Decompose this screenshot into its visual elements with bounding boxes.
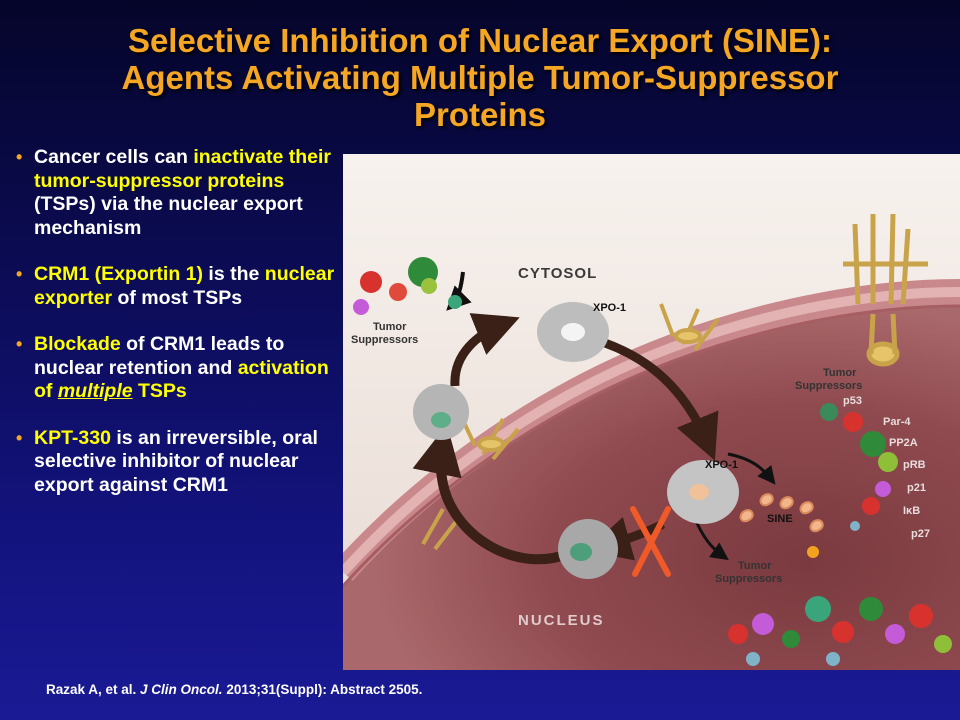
mechanism-figure: CYTOSOL NUCLEUS XPO-1 XPO-1 SINE Tumor S…: [343, 154, 960, 670]
bullet-dot-icon: •: [16, 334, 23, 354]
blockade-x-icon: [630, 506, 671, 577]
xpo1-protein-left: [413, 384, 469, 440]
arrow-xpo1-to-nucleus: [591, 334, 719, 461]
tsp-name-p53: p53: [843, 395, 862, 407]
title-line-3: Proteins: [413, 96, 547, 133]
tsp-name-p27: p27: [911, 528, 930, 540]
tsp-name-list: p53 Par-4 PP2A pRB p21 IκB p27: [843, 395, 930, 540]
xpo1-protein-center: [667, 460, 739, 524]
bullet-item-3: • Blockade of CRM1 leads to nuclear rete…: [14, 333, 344, 404]
mechanism-illustration: CYTOSOL NUCLEUS XPO-1 XPO-1 SINE Tumor S…: [343, 154, 960, 670]
bullet-list: • Cancer cells can inactivate their tumo…: [14, 146, 344, 520]
tsp-cluster-right: [820, 403, 898, 531]
bullet-dot-icon: •: [16, 147, 23, 167]
citation: Razak A, et al. J Clin Oncol. 2013;31(Su…: [46, 682, 422, 697]
nuclear-pore-2: [659, 303, 720, 352]
tsp-cluster-top-left: [353, 257, 462, 315]
nuclear-envelope-edge: [343, 304, 960, 588]
bullet-1-text: Cancer cells can inactivate their tumor-…: [34, 146, 331, 239]
tsp-name-ikb: IκB: [903, 505, 920, 517]
tsp-name-pp2a: PP2A: [889, 437, 918, 449]
tsp-name-prb: pRB: [903, 459, 926, 471]
xpo1-protein-bottom: [558, 519, 618, 579]
title-line-1: Selective Inhibition of Nuclear Export (…: [127, 22, 833, 59]
title-line-2: Agents Activating Multiple Tumor-Suppres…: [121, 59, 839, 96]
arrow-nucleus-to-cytosol: [412, 424, 570, 565]
tsp-label-bottom-2: Suppressors: [715, 573, 782, 585]
bullet-dot-icon: •: [16, 427, 23, 448]
sine-molecules: [739, 493, 824, 533]
bullet-3-text: Blockade of CRM1 leads to nuclear retent…: [34, 333, 329, 402]
sine-label: SINE: [767, 513, 793, 525]
citation-authors: Razak A, et al.: [46, 682, 141, 697]
citation-journal: J Clin Oncol.: [140, 682, 223, 697]
bullet-item-1: • Cancer cells can inactivate their tumo…: [14, 146, 344, 240]
cytosol-label: CYTOSOL: [518, 265, 597, 282]
bullet-dot-icon: •: [16, 264, 23, 284]
xpo1-protein-top: [537, 302, 609, 362]
bullet-item-2: • CRM1 (Exportin 1) is the nuclear expor…: [14, 263, 344, 310]
tsp-cluster-bottom-right: [728, 596, 952, 666]
nuclear-envelope-inner: [343, 287, 960, 576]
arrow-sine-binding: [727, 452, 776, 485]
nucleus-label: NUCLEUS: [518, 612, 605, 629]
tsp-retained-orange: [807, 546, 819, 558]
bullet-item-4: • KPT-330 is an irreversible, oral selec…: [14, 427, 344, 498]
bullet-2-text: CRM1 (Exportin 1) is the nuclear exporte…: [34, 263, 335, 309]
arrow-to-cytosol: [450, 313, 520, 387]
tsp-label-bottom-1: Tumor: [738, 560, 772, 572]
tsp-label-left-1: Tumor: [373, 321, 407, 333]
tsp-label-right-1: Tumor: [823, 367, 857, 379]
slide-title: Selective Inhibition of Nuclear Export (…: [40, 22, 920, 133]
nuclear-pore-3: [843, 213, 928, 367]
nucleus-region: [343, 304, 960, 670]
tsp-label-left-2: Suppressors: [351, 334, 418, 346]
nuclear-pore-4: [421, 508, 460, 551]
xpo1-label-top: XPO-1: [593, 302, 626, 314]
xpo1-label-center: XPO-1: [705, 459, 738, 471]
bullet-4-text: KPT-330 is an irreversible, oral selecti…: [34, 426, 318, 496]
tsp-name-p21: p21: [907, 482, 926, 494]
citation-details: 2013;31(Suppl): Abstract 2505.: [222, 682, 423, 697]
tsp-name-par4: Par-4: [883, 416, 911, 428]
tsp-label-right-2: Suppressors: [795, 380, 862, 392]
